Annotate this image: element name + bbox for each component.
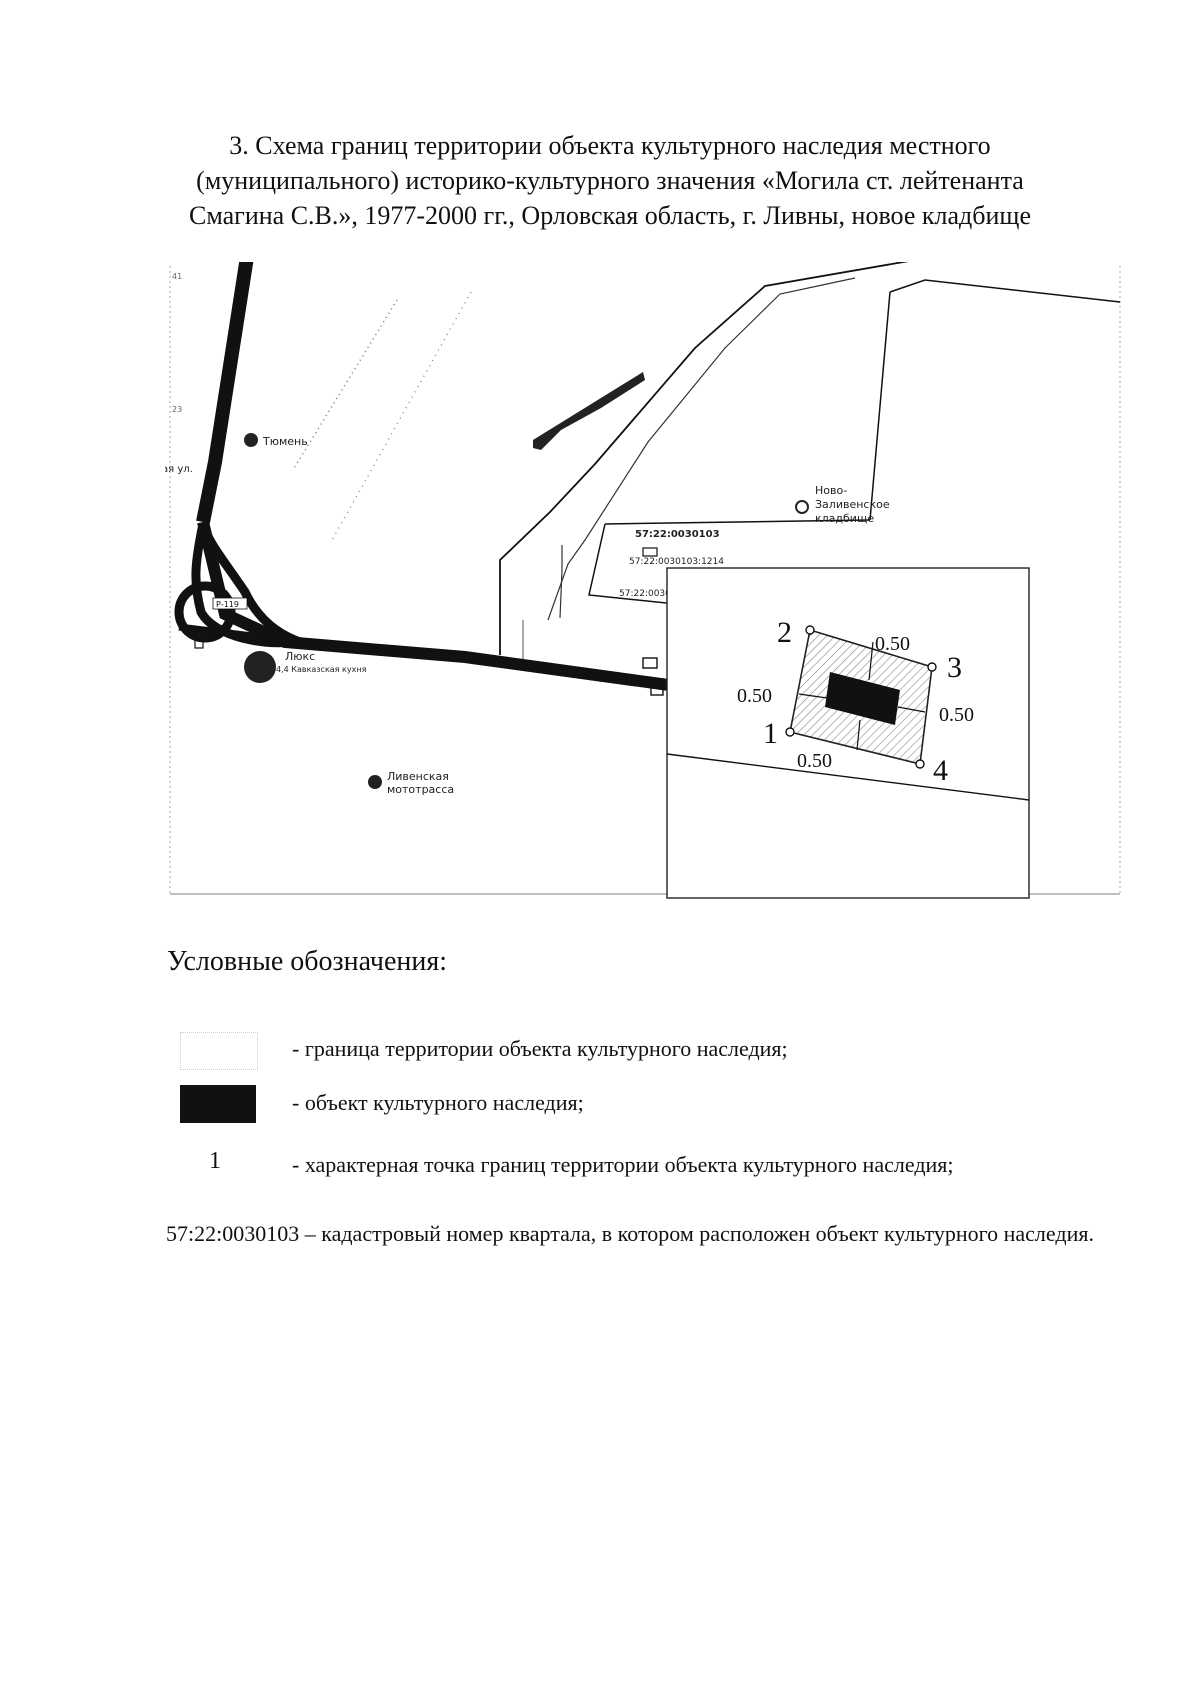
cadastral-note-text: – кадастровый номер квартала, в котором … xyxy=(299,1221,1094,1246)
legend-title: Условные обозначения: xyxy=(167,946,448,977)
label-lux-subtitle: 4,4 Кавказская кухня xyxy=(276,665,367,674)
map-symbol xyxy=(194,639,204,649)
cemetery-pin-icon xyxy=(795,500,809,514)
label-road-r119: Р-119 xyxy=(216,600,239,609)
label-street: ая ул. xyxy=(165,464,193,475)
offset-label-bottom: 0.50 xyxy=(797,750,832,772)
lux-restaurant-marker xyxy=(244,651,276,683)
corner-point-4 xyxy=(915,759,925,769)
legend-object-swatch xyxy=(180,1085,256,1123)
cemetery-outer-boundary xyxy=(499,262,909,655)
document-title: 3. Схема границ территории объекта культ… xyxy=(150,128,1070,233)
tree-row-line xyxy=(292,299,398,471)
label-motodrom-line2: мототрасса xyxy=(387,783,454,796)
label-quarter-number: 57:22:0030103 xyxy=(635,529,720,540)
inset-road-edge xyxy=(666,753,1030,801)
interchange-ramp xyxy=(178,623,286,644)
title-line-3: Смагина С.В.», 1977-2000 гг., Орловская … xyxy=(189,201,1031,230)
map-canvas: Тюмень ая ул. 41 23 Р-119 Люкс 4,4 Кавка… xyxy=(165,262,1121,899)
cadastral-note: 57:22:0030103 – кадастровый номер кварта… xyxy=(166,1212,1116,1256)
cemetery-field-boundary xyxy=(869,291,891,521)
parcel-1214-marker xyxy=(642,547,658,557)
heritage-object xyxy=(825,672,900,725)
dimension-line-bottom xyxy=(856,719,861,751)
legend-point-text: - характерная точка границ территории об… xyxy=(292,1152,954,1177)
boundary-scheme-map: Тюмень ая ул. 41 23 Р-119 Люкс 4,4 Кавка… xyxy=(165,262,1125,902)
label-tyumen: Тюмень xyxy=(262,435,308,448)
title-line-2: (муниципального) историко-культурного зн… xyxy=(196,166,1024,195)
cemetery-field-boundary xyxy=(889,279,1121,303)
road-r119-north xyxy=(196,262,254,524)
forest-patch xyxy=(533,372,645,450)
point-label-2: 2 xyxy=(777,616,792,649)
tyumen-pin-icon xyxy=(244,433,258,447)
dimension-line-right xyxy=(897,706,926,713)
dimension-line-left xyxy=(798,693,828,699)
label-cemetery-line2: Заливенское xyxy=(815,498,890,511)
motodrom-pin-icon xyxy=(368,775,382,789)
grid-mark-41: 41 xyxy=(172,272,182,281)
title-line-1: 3. Схема границ территории объекта культ… xyxy=(229,131,991,160)
dimension-line-top xyxy=(868,641,874,681)
road-shield xyxy=(212,597,248,610)
roundabout xyxy=(174,581,236,643)
legend-point-symbol: 1 xyxy=(209,1148,221,1174)
label-cemetery-line3: кладбище xyxy=(815,512,874,525)
offset-label-top: 0.50 xyxy=(875,633,910,655)
map-symbol xyxy=(642,657,658,669)
point-label-1: 1 xyxy=(763,717,778,750)
cemetery-inner-boundary xyxy=(559,545,563,619)
point-label-4: 4 xyxy=(933,754,948,787)
label-parcel-1214: 57:22:0030103:1214 xyxy=(629,557,724,567)
label-lux: Люкс xyxy=(285,650,315,663)
label-motodrom-line1: Ливенская xyxy=(387,770,449,783)
grid-mark-23: 23 xyxy=(172,405,182,414)
tree-row-line xyxy=(330,291,472,543)
label-cemetery-line1: Ново- xyxy=(815,484,847,497)
cemetery-field-boundary xyxy=(604,519,871,525)
corner-point-1 xyxy=(785,727,795,737)
legend-boundary-text: - граница территории объекта культурного… xyxy=(292,1036,788,1061)
cemetery-inner-boundary xyxy=(547,277,856,621)
cadastral-quarter-number: 57:22:0030103 xyxy=(166,1221,300,1246)
corner-point-3 xyxy=(927,662,937,672)
corner-point-2 xyxy=(805,625,815,635)
point-label-3: 3 xyxy=(947,651,962,684)
offset-label-left: 0.50 xyxy=(737,685,772,707)
map-symbol xyxy=(650,685,664,696)
offset-label-right: 0.50 xyxy=(939,704,974,726)
legend-boundary-swatch xyxy=(180,1032,258,1070)
legend-object-text: - объект культурного наследия; xyxy=(292,1090,584,1115)
